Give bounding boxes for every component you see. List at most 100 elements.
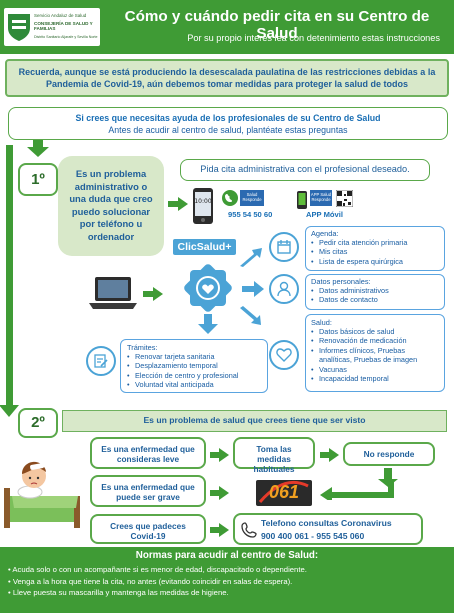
arrow-mild-head (219, 448, 229, 462)
arrow-measures-head (329, 448, 339, 462)
agenda-item: Lista de espera quirúrgica (311, 257, 439, 267)
junta-logo-icon (8, 14, 30, 41)
measures-box: Toma las medidas habituales (233, 437, 315, 474)
arrow-serious-head (219, 486, 229, 500)
covid-phone-title: Telefono consultas Coronavirus (261, 518, 392, 528)
person-icon (277, 281, 291, 297)
arrow-laptop-head (153, 287, 163, 301)
tramites-icon-circle (86, 346, 116, 376)
rules-item: • Acuda solo o con un acompañante si es … (8, 565, 307, 574)
personal-icon-circle (269, 274, 299, 304)
personal-box: Datos personales: Datos administrativos … (305, 274, 445, 310)
step1-request: Pida cita administrativa con el profesio… (180, 159, 430, 181)
salud-box: Salud: Datos básicos de salud Renovación… (305, 314, 445, 392)
flow-line (6, 145, 13, 407)
arrow-problem-phone-head (178, 197, 188, 211)
arrow-to-061-icon (320, 482, 394, 500)
covid-phone-numbers: 900 400 061 - 955 545 060 (261, 531, 365, 541)
arrow-measures-shaft (320, 452, 330, 458)
rules-item: • Venga a la hora que tiene la cita, no … (8, 576, 293, 586)
phone-number: 955 54 50 60 (228, 210, 273, 219)
clicsalud-badge: ClicSalud+ (173, 239, 236, 255)
flow-arrow-down (0, 405, 19, 417)
arrow-serious-shaft (210, 490, 220, 496)
tramites-title: Trámites: (127, 343, 158, 352)
rules-item: • Lleve puesta su mascarilla y mantenga … (8, 588, 229, 597)
phone-icon (241, 522, 257, 538)
arrow-laptop-shaft (143, 291, 153, 297)
rules-item-text: Lleve puesta su mascarilla y mantenga la… (12, 588, 229, 597)
tramites-item: Voluntad vital anticipada (127, 380, 261, 390)
step2-problem: Es un problema de salud que crees tiene … (62, 410, 447, 432)
qr-code-icon (336, 190, 353, 207)
top-arrow-shaft (33, 140, 43, 148)
tramites-box: Trámites: Renovar tarjeta sanitaria Desp… (120, 339, 268, 393)
agenda-title: Agenda: (311, 229, 339, 238)
form-icon (94, 354, 108, 368)
app-caption: APP Móvil (306, 210, 343, 219)
emergency-061-logo: 061 (256, 480, 312, 506)
tramites-item: Renovar tarjeta sanitaria (127, 352, 261, 362)
phone-call-icon (222, 190, 238, 206)
tramites-list: Renovar tarjeta sanitaria Desplazamiento… (127, 352, 261, 390)
agenda-item: Mis citas (311, 247, 439, 257)
page-subtitle: Por su propio interés lea con detenimien… (187, 33, 440, 43)
hub-arrows (198, 248, 264, 334)
arrow-problem-phone-shaft (168, 201, 178, 207)
app-phone-icon (297, 191, 307, 209)
rules-item-text: Acuda solo o con un acompañante si es me… (12, 565, 307, 574)
rules-panel: Normas para acudir al centro de Salud: •… (0, 547, 454, 613)
agenda-list: Pedir cita atención primaria Mis citas L… (311, 238, 439, 267)
salud-title: Salud: (311, 318, 332, 327)
step1-number: 1º (18, 163, 58, 196)
salud-responde-badge: Salud Responde (240, 190, 264, 206)
no-response-box: No responde (343, 442, 435, 466)
tramites-item: Desplazamiento temporal (127, 361, 261, 371)
question-line1: Si crees que necesitas ayuda de los prof… (75, 113, 381, 123)
arrow-down-shaft (384, 468, 392, 480)
sick-child-icon (4, 461, 80, 528)
salud-item: Datos básicos de salud (311, 327, 439, 337)
salud-item: Informes clínicos, Pruebas analíticas, P… (311, 346, 439, 365)
notice-banner: Recuerda, aunque se está produciendo la … (5, 59, 449, 97)
logo-line2: CONSEJERÍA DE SALUD Y FAMILIAS (34, 21, 93, 31)
step1-problem: Es un problema administrativo o una duda… (58, 156, 164, 256)
mild-illness-box: Es una enfermedad que consideras leve (90, 437, 206, 469)
step2-number: 2º (18, 408, 58, 438)
logo-box: Servicio Andaluz de Salud CONSEJERÍA DE … (4, 8, 100, 46)
rules-item-text: Venga a la hora que tiene la cita, no an… (12, 576, 293, 586)
salud-list: Datos básicos de salud Renovación de med… (311, 327, 439, 384)
question-line2: Antes de acudir al centro de salud, plan… (108, 125, 348, 135)
agenda-box: Agenda: Pedir cita atención primaria Mis… (305, 226, 445, 271)
rules-title: Normas para acudir al centro de Salud: (135, 550, 319, 561)
agenda-item: Pedir cita atención primaria (311, 238, 439, 248)
personal-title: Datos personales: (311, 277, 371, 286)
salud-item: Vacunas (311, 365, 439, 375)
covid-box: Crees que padeces Covid-19 (90, 514, 206, 544)
app-badge: APP Salud Responde (310, 190, 332, 206)
personal-item: Datos administrativos (311, 286, 439, 296)
calendar-icon (277, 240, 291, 254)
rules-list: • Acuda solo o con un acompañante si es … (8, 564, 446, 599)
personal-item: Datos de contacto (311, 295, 439, 305)
personal-list: Datos administrativos Datos de contacto (311, 286, 439, 305)
salud-item: Renovación de medicación (311, 336, 439, 346)
heart-icon (276, 348, 292, 362)
tramites-item: Elección de centro y profesional (127, 371, 261, 381)
logo-line1: Servicio Andaluz de Salud (34, 13, 87, 18)
emergency-number: 061 (268, 482, 300, 502)
arrow-covid-head (219, 523, 229, 537)
page-title: Cómo y cuándo pedir cita en su Centro de… (124, 8, 430, 42)
salud-icon-circle (269, 340, 299, 370)
clicsalud-hub-icon (184, 264, 232, 312)
top-arrow-head (27, 147, 49, 157)
salud-item: Incapacidad temporal (311, 374, 439, 384)
logo-line3: Distrito Sanitario Aljarafe y Sevilla No… (34, 35, 98, 39)
svg-text:10:00: 10:00 (194, 198, 211, 205)
serious-illness-box: Es una enfermedad que puede ser grave (90, 475, 206, 507)
agenda-icon-circle (269, 232, 299, 262)
061-swoosh-icon (258, 481, 309, 503)
covid-phone-box: Telefono consultas Coronavirus 900 400 0… (233, 513, 423, 545)
mobile-phone-icon: 10:00 (193, 188, 213, 224)
arrow-covid-shaft (210, 527, 220, 533)
